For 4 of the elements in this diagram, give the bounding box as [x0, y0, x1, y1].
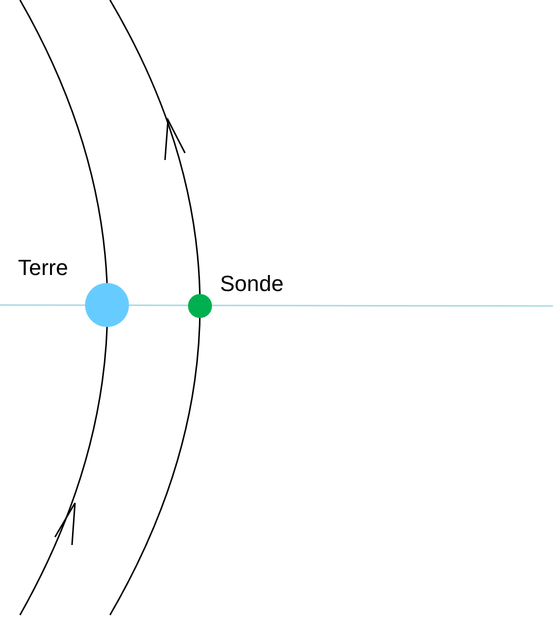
earth-circle — [85, 283, 129, 327]
probe-circle — [188, 294, 212, 318]
node-label: Sonde — [220, 272, 284, 296]
node-label: Terre — [18, 256, 68, 280]
